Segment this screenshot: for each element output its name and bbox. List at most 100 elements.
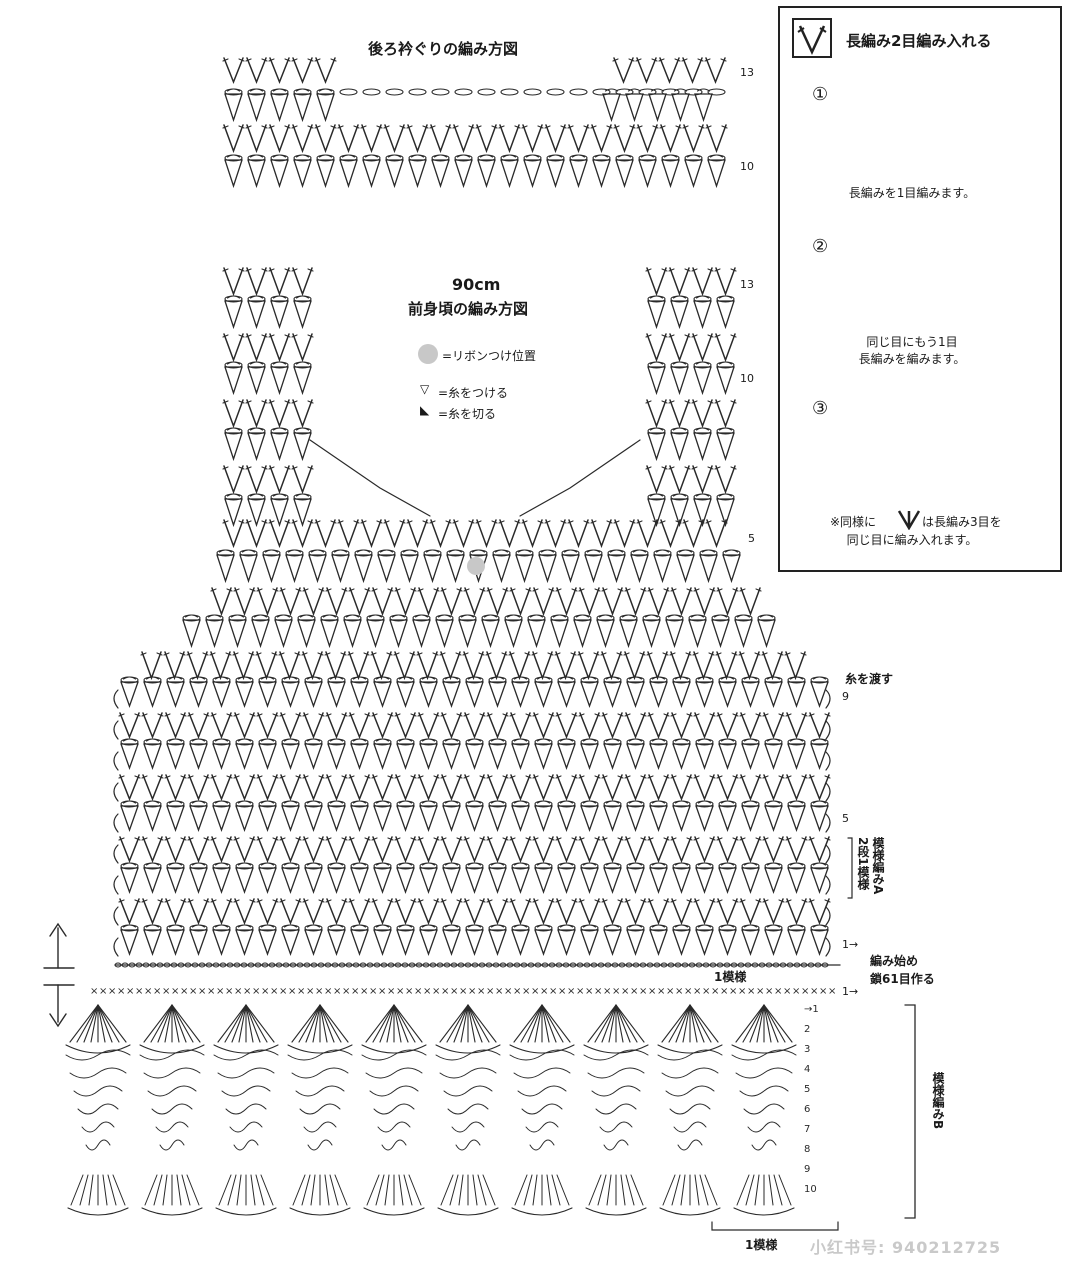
v-stitch: [556, 898, 577, 926]
shell-stitch: [247, 366, 266, 396]
shell-stitch: [693, 432, 712, 462]
fan-stitch: [661, 1004, 691, 1043]
v-stitch: [418, 587, 439, 617]
chain-loop: [810, 738, 829, 746]
front-row-13: 13: [740, 278, 754, 291]
v-stitch: [326, 774, 347, 802]
fan-stitch: [608, 1004, 617, 1043]
body-row-9: 9: [842, 690, 849, 703]
shell-stitch: [400, 554, 419, 584]
chain-loop: [580, 676, 599, 684]
chain-loop: [642, 614, 661, 622]
shell-stitch: [638, 159, 657, 189]
shell-stitch: [419, 805, 438, 832]
v-stitch: [660, 124, 681, 154]
chain-loop: [258, 738, 277, 746]
shell-stitch: [488, 805, 507, 832]
shell-stitch: [511, 743, 530, 770]
stitch-tick: [601, 713, 624, 717]
v-stitch: [292, 57, 313, 85]
shell-stitch: [596, 619, 615, 649]
shell-stitch: [648, 93, 667, 123]
shell-stitch: [722, 554, 741, 584]
shell-stitch: [718, 681, 737, 708]
shell-stitch: [120, 867, 139, 894]
edge-arc: [511, 1207, 573, 1216]
shell-stitch: [716, 432, 735, 462]
v-stitch: [119, 774, 140, 802]
edge-shell: [449, 1174, 459, 1206]
v-stitch: [694, 587, 715, 617]
chain-loop: [670, 427, 689, 435]
chain-loop: [304, 800, 323, 808]
stitch-tick: [245, 400, 268, 404]
edge-shell: [704, 1174, 718, 1206]
chain-loop: [649, 738, 668, 746]
chain-loop: [693, 295, 712, 303]
chain-loop: [189, 800, 208, 808]
stitch-tick: [716, 837, 739, 841]
chain-loop: [695, 738, 714, 746]
chain-loop: [454, 88, 473, 96]
shell-stitch: [684, 159, 703, 189]
edge-shell: [153, 1174, 163, 1206]
stitch-tick: [325, 588, 348, 592]
v-stitch: [464, 898, 485, 926]
stitch-tick: [486, 837, 509, 841]
chain-loop: [580, 924, 599, 932]
shell-stitch: [488, 681, 507, 708]
stitch-tick: [325, 713, 348, 717]
stitch-tick: [647, 713, 670, 717]
edge-shell: [112, 1174, 126, 1206]
stitch-tick: [222, 400, 245, 404]
fan-stitch: [467, 1004, 483, 1043]
stitch-tick: [222, 268, 245, 272]
shell-stitch: [757, 619, 776, 649]
stitch-tick: [187, 837, 210, 841]
stitch-tick: [624, 775, 647, 779]
mesh-chain: [373, 1103, 415, 1115]
stitch-tick: [509, 899, 532, 903]
fan-stitch: [319, 1004, 335, 1043]
edge-shell: [324, 1174, 330, 1206]
chain-stitch: [541, 962, 549, 968]
chain-loop: [647, 427, 666, 435]
v-stitch: [522, 519, 543, 549]
shell-stitch: [603, 681, 622, 708]
shell-stitch: [626, 681, 645, 708]
chain-stitch: [821, 962, 829, 968]
stitch-tick: [692, 652, 715, 656]
edge-shell: [255, 1174, 265, 1206]
single-crochet: ×: [405, 986, 413, 997]
v-stitch: [269, 465, 290, 495]
stitch-tick: [291, 125, 314, 129]
chain-loop: [596, 614, 615, 622]
v-stitch: [694, 836, 715, 864]
shell-stitch: [787, 805, 806, 832]
chain-loop: [224, 427, 243, 435]
shell-stitch: [377, 554, 396, 584]
chain-loop: [626, 676, 645, 684]
shell-stitch: [649, 867, 668, 894]
v-stitch: [142, 774, 163, 802]
chain-stitch: [422, 962, 430, 968]
chain-loop: [350, 676, 369, 684]
fan-stitch: [150, 1004, 173, 1043]
mesh-chain: [291, 1067, 349, 1079]
stitch-tick: [383, 520, 406, 524]
v-stitch: [579, 712, 600, 740]
chain-loop: [534, 800, 553, 808]
v-stitch: [683, 124, 704, 154]
chain-loop: [580, 862, 599, 870]
neck-slope: [309, 439, 431, 517]
chain-loop: [308, 549, 327, 557]
stitch-tick: [691, 466, 714, 470]
shell-stitch: [481, 619, 500, 649]
chain-loop: [216, 549, 235, 557]
stitch-tick: [659, 125, 682, 129]
chain-loop: [718, 738, 737, 746]
chain-loop: [143, 924, 162, 932]
v-stitch: [509, 651, 530, 681]
stitch-tick: [371, 588, 394, 592]
fan-stitch: [467, 1004, 476, 1043]
